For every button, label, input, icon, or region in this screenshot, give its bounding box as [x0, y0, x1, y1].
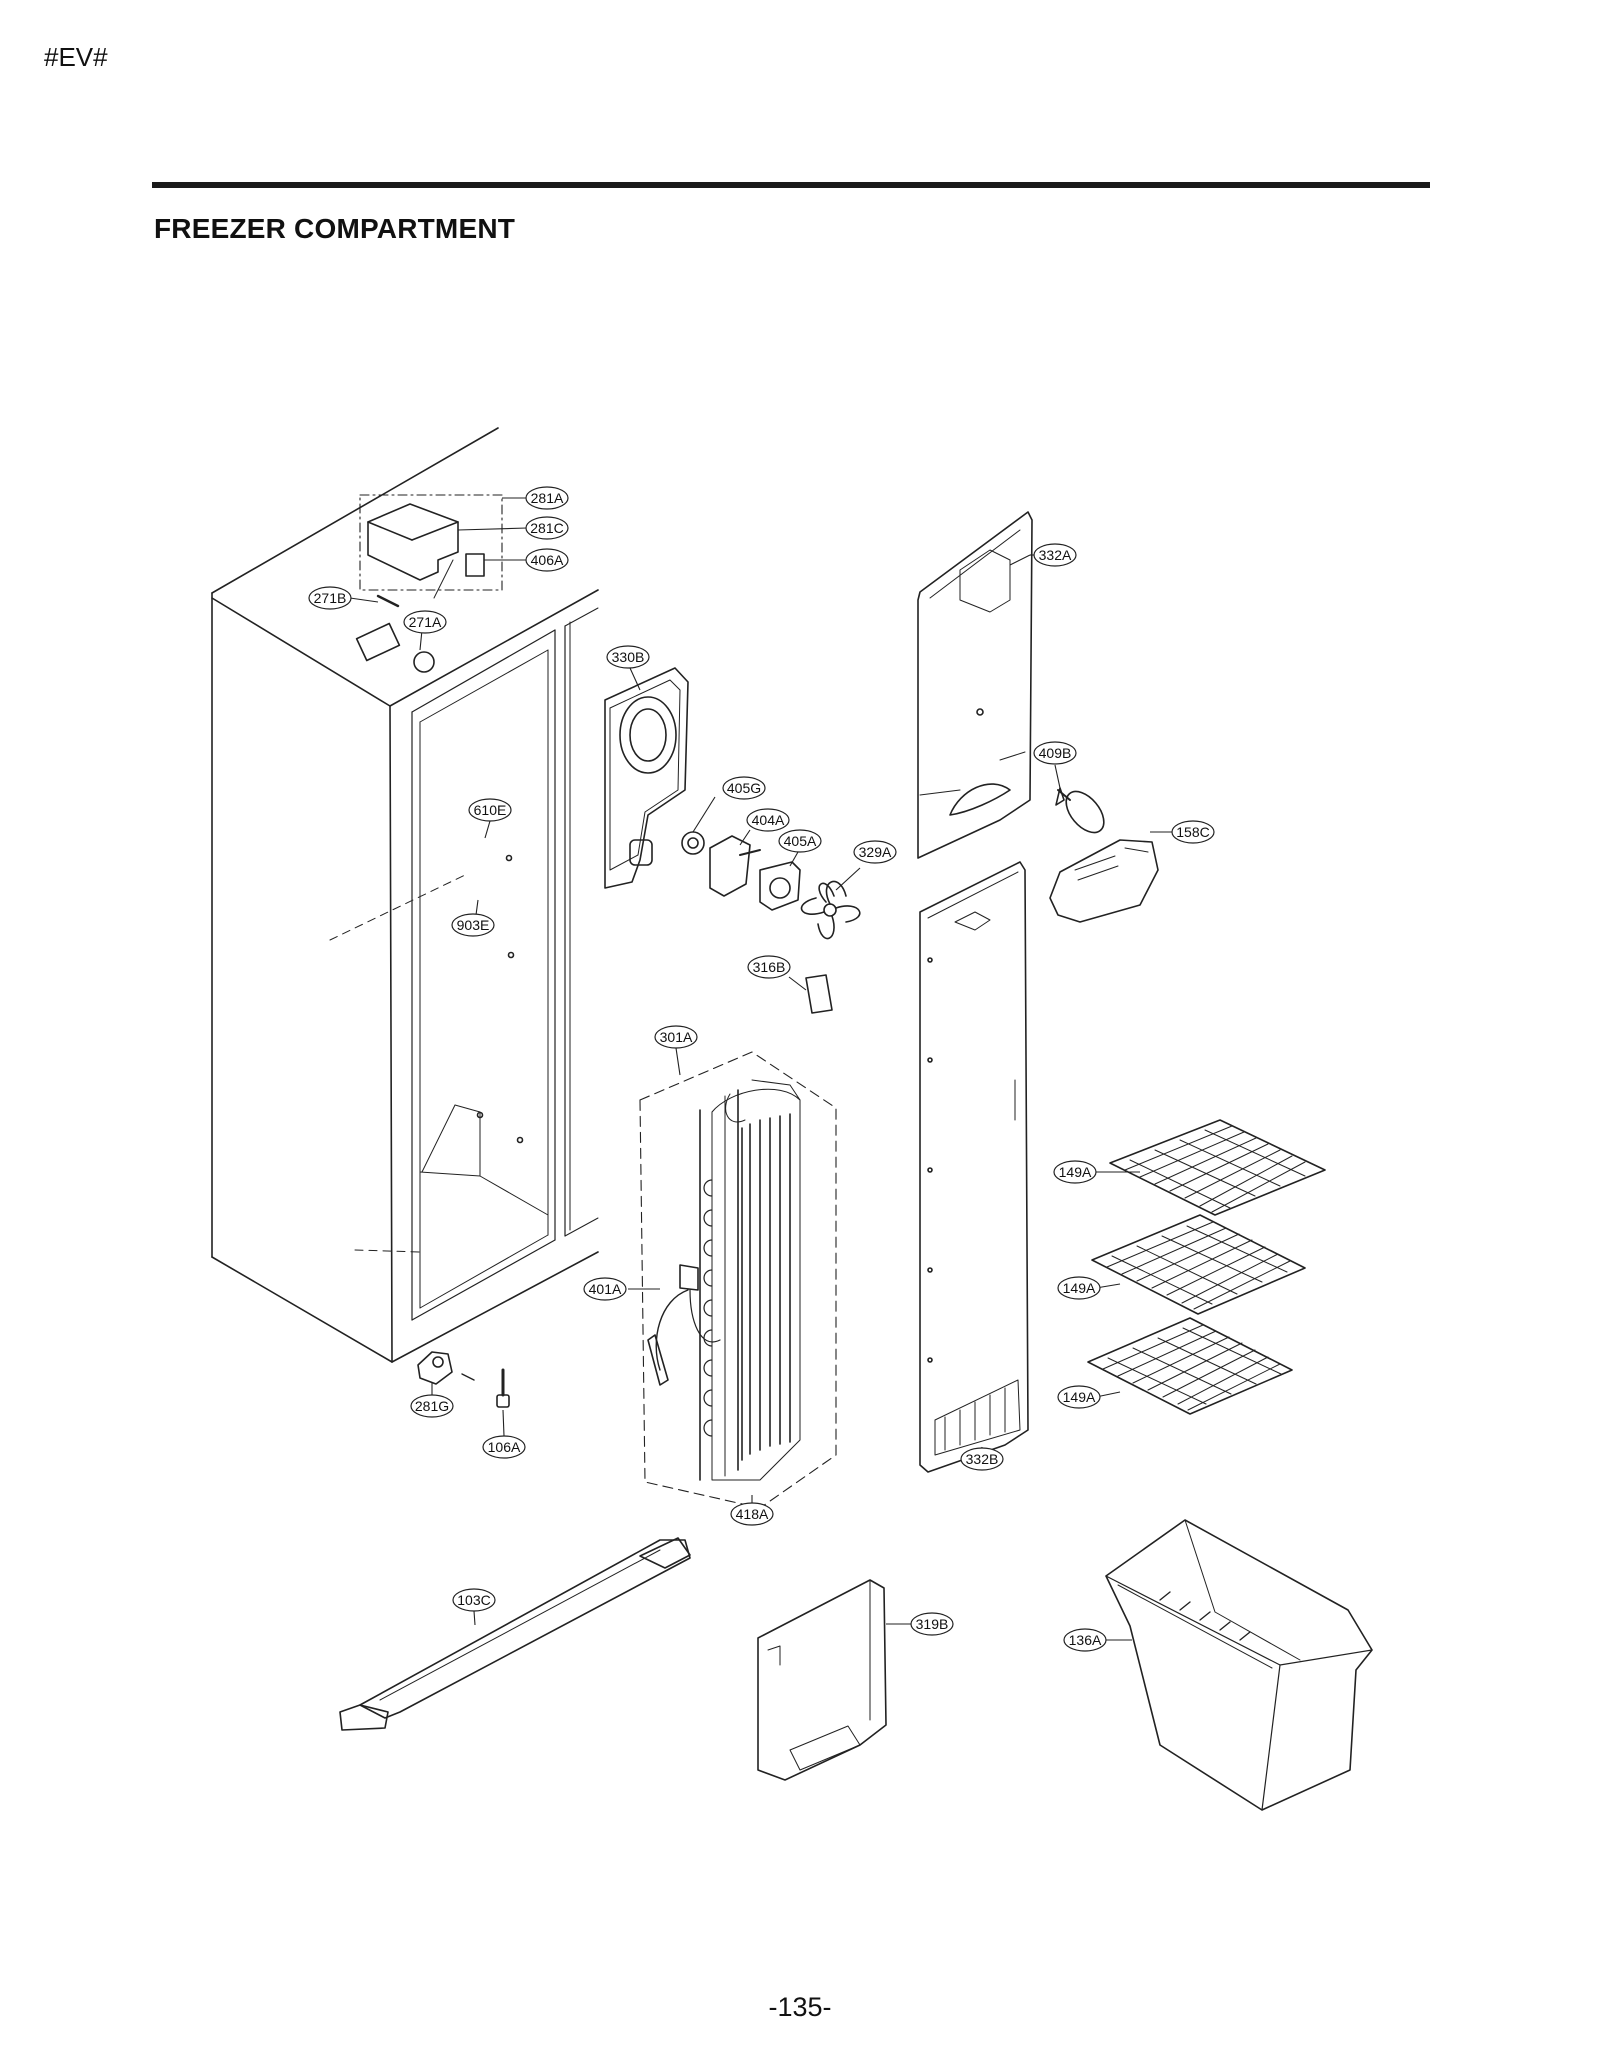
header-tag: #EV#: [44, 42, 108, 72]
callout-149A-bottom: 149A: [1063, 1389, 1096, 1405]
callout-418A: 418A: [736, 1506, 769, 1522]
callout-136A: 136A: [1069, 1632, 1102, 1648]
callout-319B: 319B: [916, 1616, 949, 1632]
controller-assembly: [355, 494, 503, 673]
callout-271A: 271A: [409, 614, 442, 630]
callout-158C: 158C: [1176, 824, 1209, 840]
callout-405A: 405A: [784, 833, 817, 849]
callout-409B: 409B: [1039, 745, 1072, 761]
callout-405G: 405G: [727, 780, 761, 796]
wire-shelf-middle: [1091, 1214, 1306, 1315]
rear-air-panel: [917, 511, 1033, 859]
page-number: -135-: [768, 1992, 832, 2022]
callout-401A: 401A: [589, 1281, 622, 1297]
fan-motor-assembly: [681, 831, 861, 940]
evaporator-cover: [757, 1579, 887, 1781]
wire-shelf-top: [1109, 1119, 1326, 1216]
callout-301A: 301A: [660, 1029, 693, 1045]
leader-lines: [349, 497, 1172, 1641]
callout-149A-middle: 149A: [1063, 1280, 1096, 1296]
callout-281G: 281G: [415, 1398, 449, 1414]
air-duct-housing: [604, 667, 689, 889]
callout-329A: 329A: [859, 844, 892, 860]
section-title: FREEZER COMPARTMENT: [154, 213, 516, 244]
freezer-bin: [1105, 1519, 1373, 1811]
callout-103C: 103C: [457, 1592, 490, 1608]
evaporator-assembly: [639, 1051, 837, 1509]
callout-271B: 271B: [314, 590, 347, 606]
callout-903E: 903E: [457, 917, 490, 933]
callout-ovals: [308, 486, 1215, 1652]
lamp-and-cover: [1049, 787, 1159, 923]
leveling-leg: [496, 1368, 510, 1408]
filter-piece: [805, 974, 833, 1014]
callout-316B: 316B: [753, 959, 786, 975]
callout-106A: 106A: [488, 1439, 521, 1455]
callout-281A: 281A: [531, 490, 564, 506]
callout-149A-top: 149A: [1059, 1164, 1092, 1180]
callout-404A: 404A: [752, 812, 785, 828]
drawer-rail: [339, 1537, 691, 1731]
freezer-cabinet: [211, 427, 599, 1363]
title-rule: [152, 182, 1430, 188]
callout-406A: 406A: [531, 552, 564, 568]
callout-281C: 281C: [530, 520, 563, 536]
callout-332B: 332B: [966, 1451, 999, 1467]
back-panel: [919, 861, 1029, 1473]
bottom-hinge: [417, 1351, 475, 1385]
callout-330B: 330B: [612, 649, 645, 665]
wire-shelf-bottom: [1087, 1317, 1293, 1415]
callout-332A: 332A: [1039, 547, 1072, 563]
callout-610E: 610E: [474, 802, 507, 818]
